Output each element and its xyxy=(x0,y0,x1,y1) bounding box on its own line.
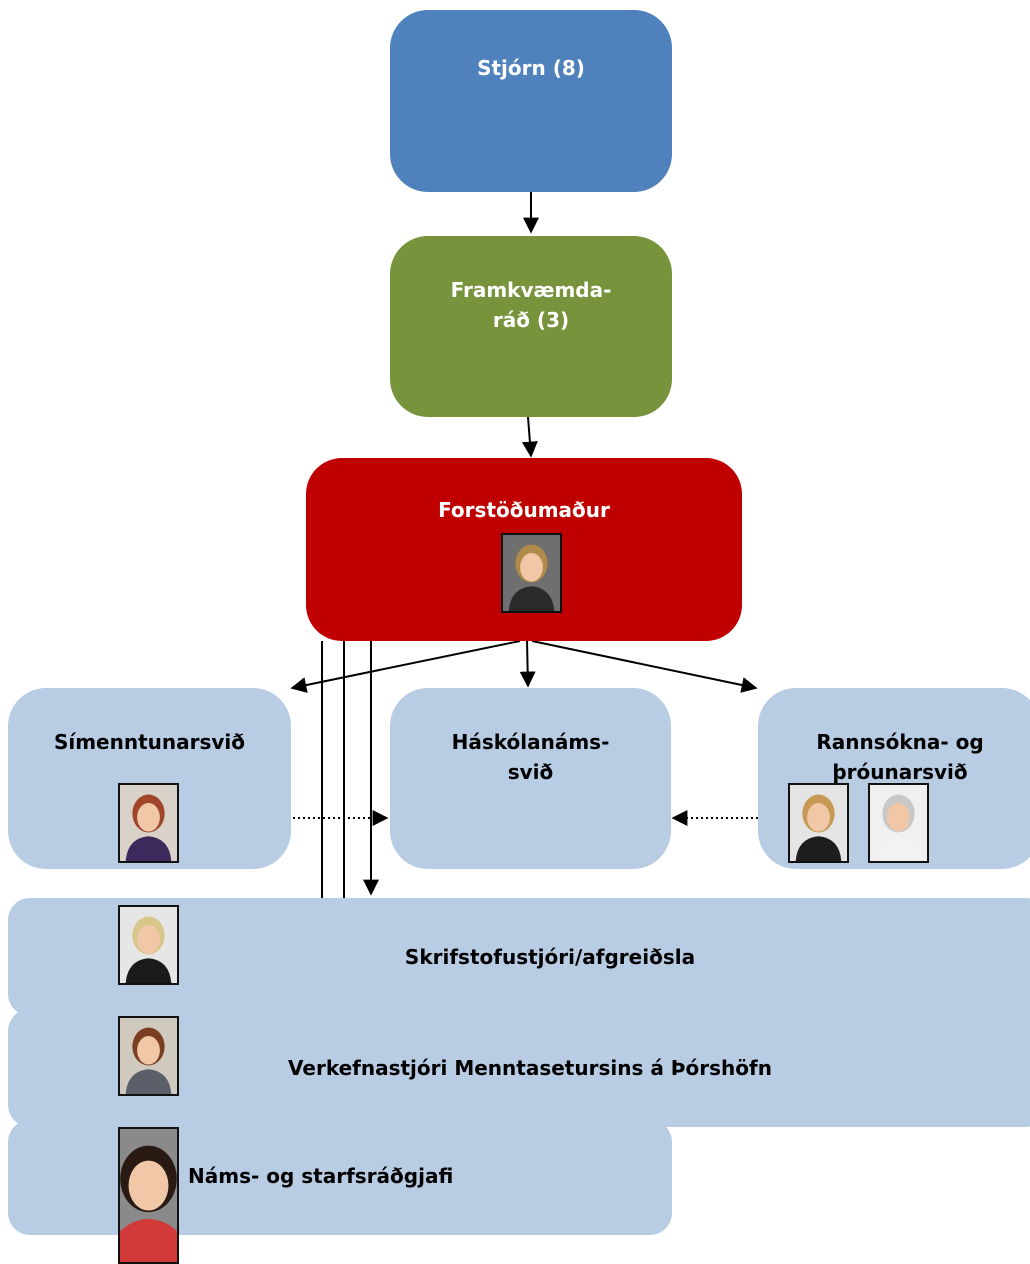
portrait-icon xyxy=(870,785,927,861)
project-manager-photo xyxy=(118,1016,179,1096)
portrait-icon xyxy=(120,1129,177,1262)
director-label: Forstöðumaður xyxy=(438,498,610,522)
project-manager-label: Verkefnastjóri Menntasetursins á Þórshöf… xyxy=(288,1056,772,1080)
director-photo xyxy=(501,533,562,613)
office-photo xyxy=(118,905,179,985)
university-box xyxy=(390,688,671,869)
arrow-director-to-university xyxy=(519,640,536,688)
continuing-ed-label: Símenntunarsvið xyxy=(53,730,246,754)
continuing-ed-photo xyxy=(118,783,179,863)
research-label: Rannsókna- og þróunarsvið xyxy=(816,730,984,784)
arrow-director-to-research xyxy=(531,640,758,693)
board-label: Stjórn (8) xyxy=(477,56,585,80)
arrow-director-to-continuing-ed xyxy=(290,640,521,693)
portrait-icon xyxy=(120,907,177,983)
counselor-photo xyxy=(118,1127,179,1264)
research-photo-1 xyxy=(788,783,849,863)
portrait-icon xyxy=(120,1018,177,1094)
council-label: Framkvæmda- ráð (3) xyxy=(450,278,612,332)
portrait-icon xyxy=(790,785,847,861)
university-label: Háskólanáms- svið xyxy=(451,730,610,784)
portrait-icon xyxy=(120,785,177,861)
research-photo-2 xyxy=(868,783,929,863)
council-box xyxy=(390,236,672,417)
arrow-council-to-director xyxy=(521,416,538,458)
office-label: Skrifstofustjóri/afgreiðsla xyxy=(404,945,696,969)
counselor-label: Náms- og starfsráðgjafi xyxy=(188,1164,454,1188)
portrait-icon xyxy=(503,535,560,611)
board-box xyxy=(390,10,672,192)
